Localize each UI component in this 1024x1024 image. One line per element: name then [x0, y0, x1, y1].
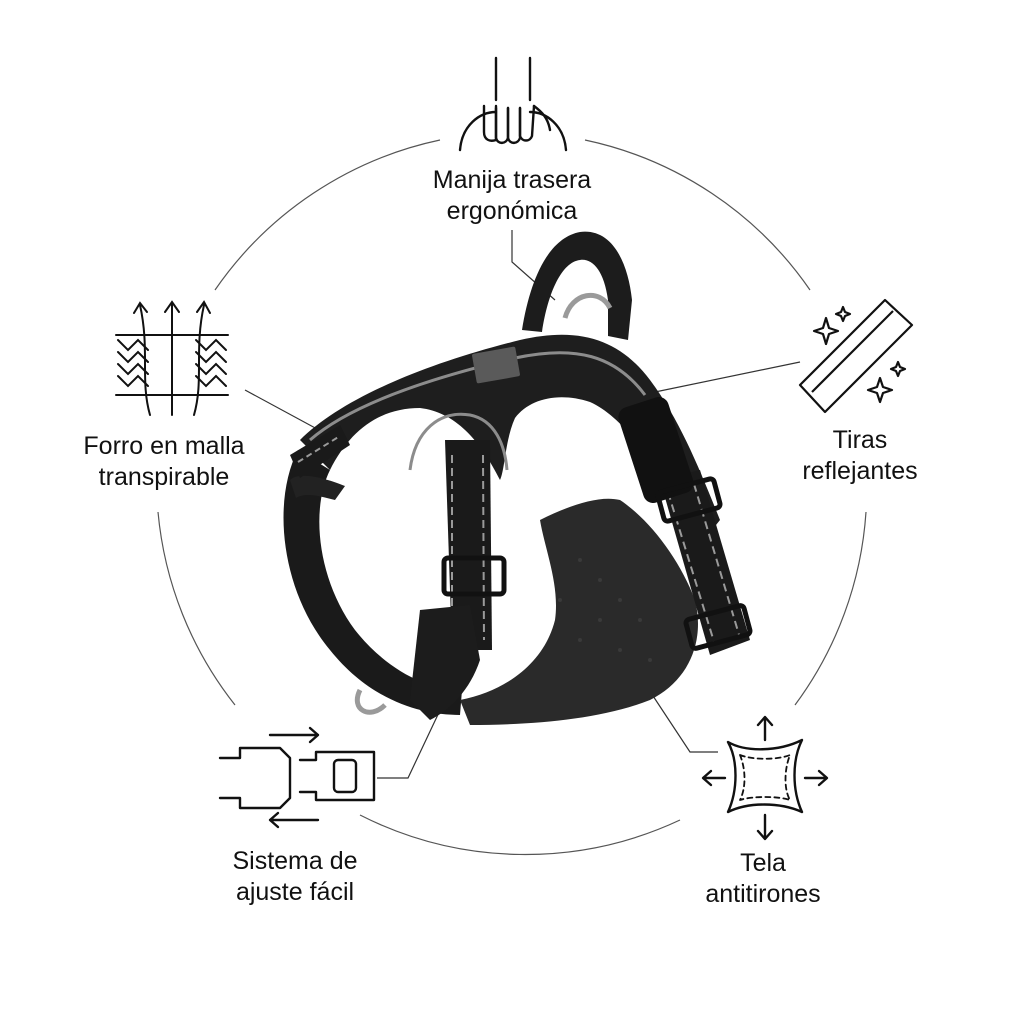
- sparkle-mini: [889, 360, 907, 378]
- mesh-feature-label: Forro en malla transpirable: [44, 431, 284, 493]
- dog-harness-image: [283, 231, 753, 725]
- handle-label-line2: ergonómica: [446, 197, 578, 225]
- reflect-label-line2: reflejantes: [802, 457, 918, 485]
- sparkle-small: [834, 305, 852, 323]
- slider-buckle-side-lower: [683, 603, 753, 651]
- circle-arc-right: [794, 511, 867, 706]
- brand-patch: [472, 346, 520, 384]
- buckle-icon: [218, 726, 376, 829]
- fabric-label-line1: Tela: [740, 849, 786, 877]
- reflective-strip-icon: [798, 298, 914, 414]
- leader-reflect: [654, 361, 801, 393]
- mesh-texture: [558, 558, 652, 662]
- arrow-left-fabric: [701, 769, 727, 787]
- center-strap-stitching: [451, 454, 485, 641]
- arrow-up: [756, 715, 774, 742]
- harness-lower-strap: [410, 605, 480, 720]
- arrow-right: [268, 726, 320, 744]
- harness-chest-pad: [460, 498, 698, 725]
- surrounding-circle: [157, 139, 867, 856]
- sparkle-bottom: [866, 376, 894, 404]
- reflect-feature-label: Tiras reflejantes: [760, 425, 960, 487]
- airflow-arrows: [133, 300, 211, 416]
- stretch-fabric-icon: [701, 715, 829, 841]
- harness-center-strap: [445, 440, 492, 650]
- mesh-label-line1: Forro en malla: [83, 432, 245, 460]
- circle-arc-bottom: [359, 814, 681, 856]
- circle-arc-top-right: [584, 139, 811, 291]
- slider-buckle-side-upper: [655, 476, 723, 524]
- circle-arc-top-left: [214, 139, 441, 291]
- d-ring-top: [562, 292, 613, 319]
- fabric-feature-label: Tela antitirones: [663, 848, 863, 910]
- neck-loop-inner: [290, 475, 345, 500]
- adjust-label-line1: Sistema de: [232, 847, 358, 875]
- mesh-label-line2: transpirable: [98, 463, 230, 491]
- breathable-mesh-icon: [115, 300, 229, 416]
- arrow-down: [756, 813, 774, 841]
- fabric-label-line2: antitirones: [705, 880, 821, 908]
- sparkle-top: [812, 316, 840, 346]
- arrow-left: [268, 811, 320, 829]
- hand-grip-icon: [458, 56, 568, 152]
- reflect-label-line1: Tiras: [832, 426, 888, 454]
- adjust-label-line2: ajuste fácil: [235, 878, 355, 906]
- d-ring-bottom: [354, 688, 387, 715]
- harness-handle: [522, 231, 632, 340]
- reflective-piping-inner: [408, 412, 509, 471]
- harness-back-panel: [300, 334, 720, 545]
- arrow-right-fabric: [803, 769, 829, 787]
- handle-feature-label: Manija trasera ergonómica: [362, 165, 662, 227]
- adjust-feature-label: Sistema de ajuste fácil: [190, 846, 400, 908]
- left-strap-stitching: [297, 435, 341, 463]
- circle-arc-left: [157, 511, 236, 706]
- side-release-buckle: [618, 397, 694, 503]
- handle-label-line1: Manija trasera: [432, 166, 592, 194]
- slider-buckle-center: [441, 555, 507, 597]
